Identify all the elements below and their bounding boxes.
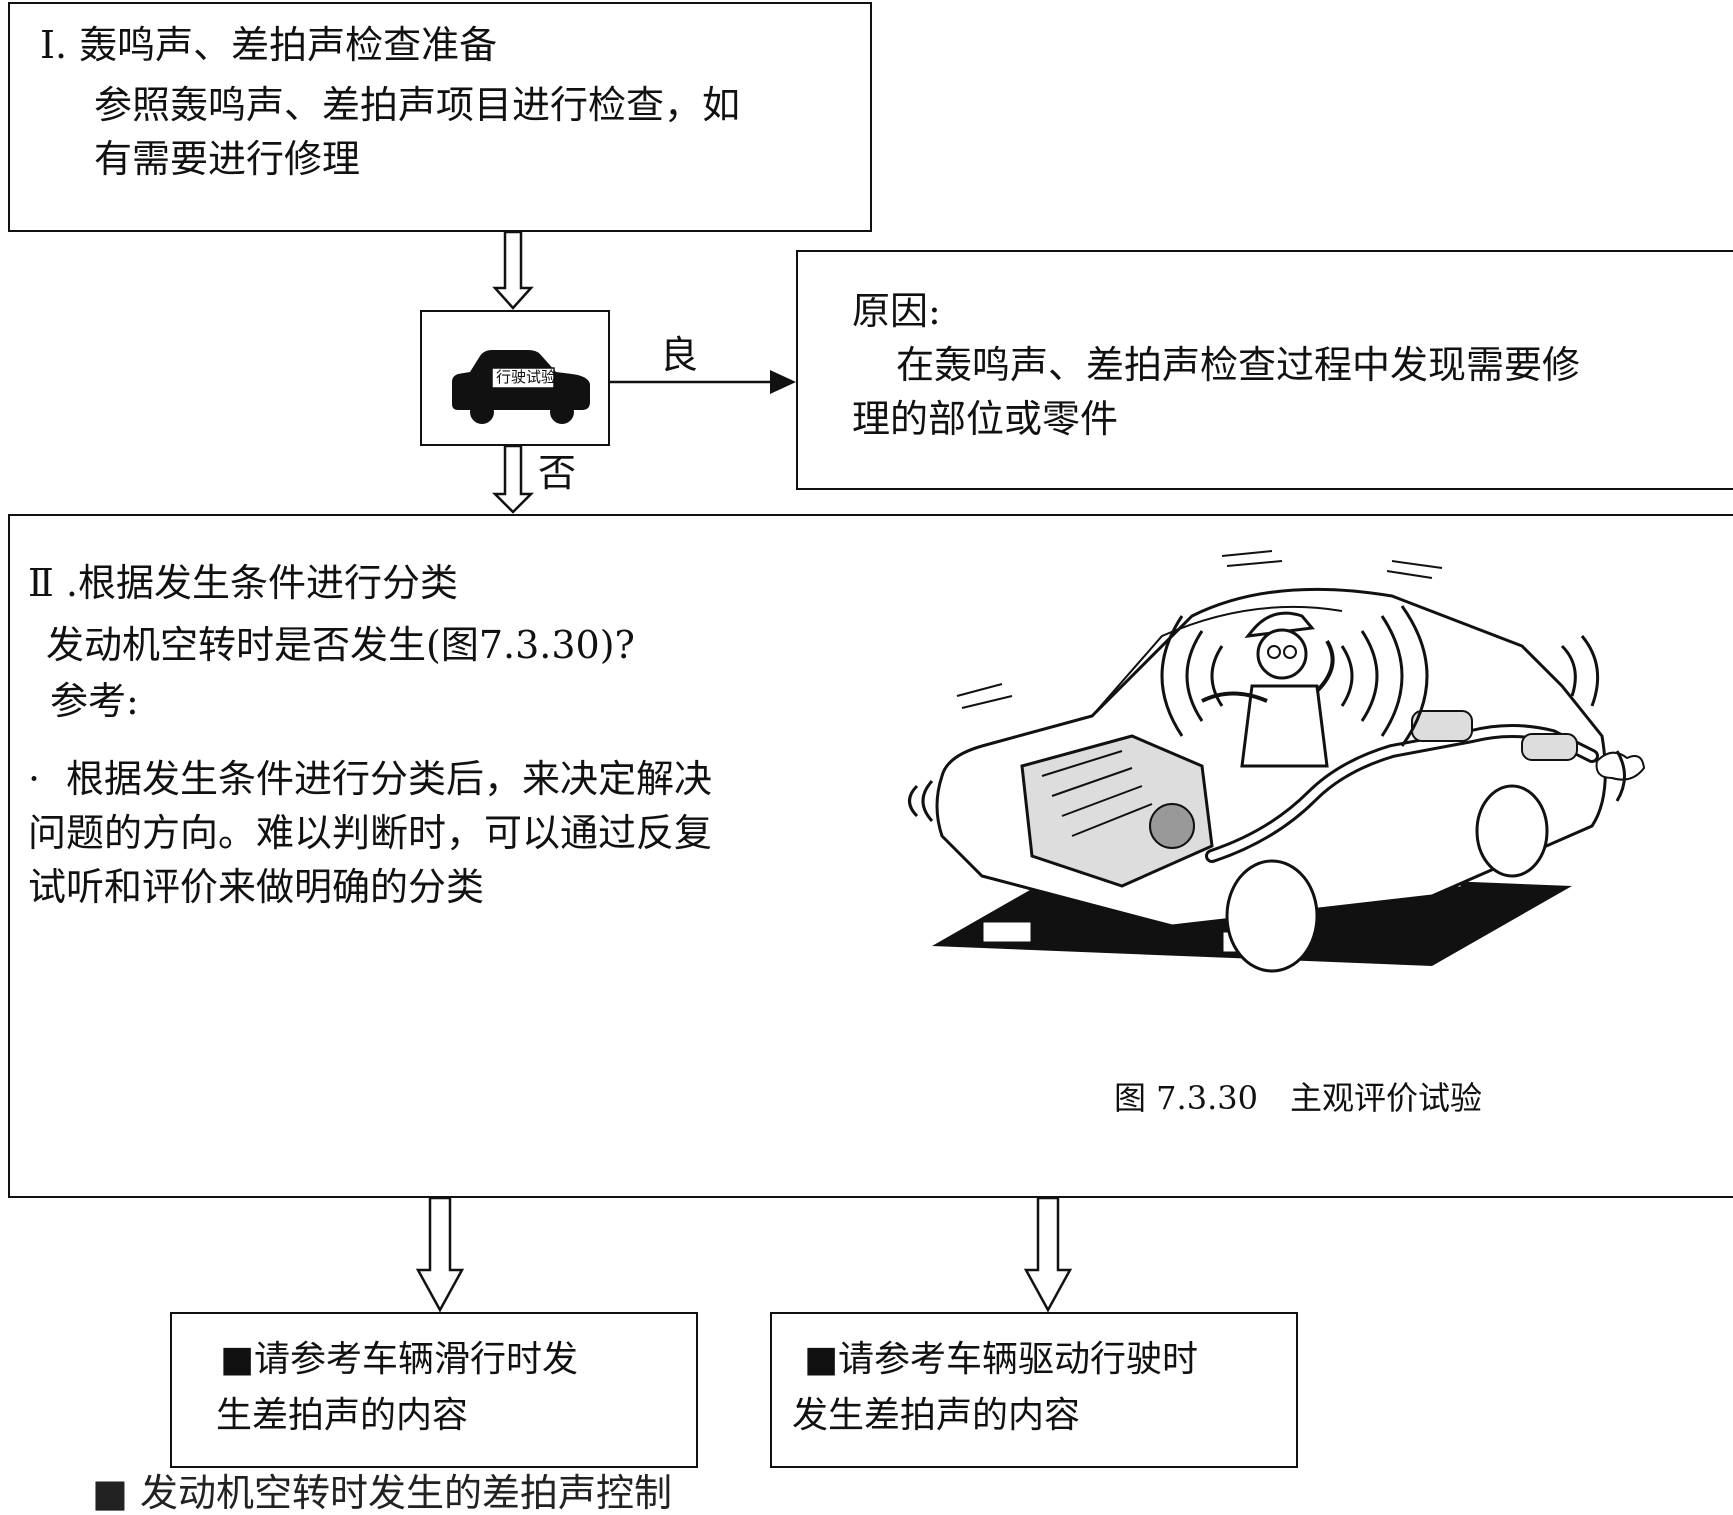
arrow-decision-to-step2 — [491, 444, 535, 514]
front-wheel — [1225, 859, 1319, 973]
decision-box: 行驶试验 — [420, 310, 610, 446]
outcome-box-coasting: ■请参考车辆滑行时发 生差拍声的内容 — [170, 1312, 698, 1468]
step2-note-line1: 根据发生条件进行分类后，来决定解决 — [66, 757, 713, 801]
cause-box: 原因: 在轰鸣声、差拍声检查过程中发现需要修 理的部位或零件 — [796, 250, 1733, 490]
arrow-step2-to-driving — [1023, 1196, 1073, 1313]
outcome-box-driving: ■请参考车辆驱动行驶时 发生差拍声的内容 — [770, 1312, 1298, 1468]
car-icon — [452, 350, 590, 424]
step1-body-line1: 参照轰鸣声、差拍声项目进行检查，如 — [94, 83, 741, 127]
step1-box: Ⅰ. 轰鸣声、差拍声检查准备 参照轰鸣声、差拍声项目进行检查，如 有需要进行修理 — [8, 2, 872, 232]
illustration-image — [908, 550, 1646, 973]
mechanic-figure — [1201, 611, 1335, 768]
sound-waves — [908, 605, 1626, 823]
step2-note-line2: 问题的方向。难以判断时，可以通过反复 — [28, 811, 713, 855]
muffler — [1411, 710, 1473, 742]
cause-line1: 在轰鸣声、差拍声检查过程中发现需要修 — [896, 343, 1581, 387]
step1-title: Ⅰ. 轰鸣声、差拍声检查准备 — [40, 23, 498, 67]
engine-block — [1020, 734, 1214, 888]
no-label: 否 — [538, 451, 577, 495]
cause-line2: 理的部位或零件 — [852, 397, 1119, 441]
muffler — [1521, 733, 1578, 761]
yes-label: 良 — [660, 333, 699, 377]
outcome-coasting-line2: 生差拍声的内容 — [216, 1395, 469, 1436]
arrow-step2-to-coasting — [415, 1196, 465, 1313]
step1-body-line2: 有需要进行修理 — [94, 137, 361, 181]
step2-title: Ⅱ .根据发生条件进行分类 — [28, 561, 458, 605]
figure-caption: 图 7.3.30 主观评价试验 — [1114, 1079, 1482, 1117]
step2-ref-label: 参考: — [50, 679, 139, 723]
arrow-step1-to-decision — [492, 230, 534, 310]
step2-question: 发动机空转时是否发生(图7.3.30)? — [46, 623, 635, 667]
motion-lines — [956, 550, 1443, 709]
outcome-driving-line1: ■请参考车辆驱动行驶时 — [804, 1339, 1199, 1380]
footer-text: ■ 发动机空转时发生的差拍声控制 — [92, 1471, 672, 1515]
step2-box: Ⅱ .根据发生条件进行分类 发动机空转时是否发生(图7.3.30)? 参考: ·… — [8, 514, 1733, 1198]
step2-note-line3: 试听和评价来做明确的分类 — [28, 865, 485, 909]
rear-wheel — [1475, 784, 1549, 878]
car-label: 行驶试验 — [496, 368, 557, 386]
step2-bullet: · — [28, 757, 41, 801]
lift-pad — [980, 919, 1034, 945]
outcome-coasting-line1: ■请参考车辆滑行时发 — [220, 1339, 579, 1380]
cause-title: 原因: — [852, 289, 941, 333]
outcome-driving-line2: 发生差拍声的内容 — [792, 1395, 1081, 1436]
